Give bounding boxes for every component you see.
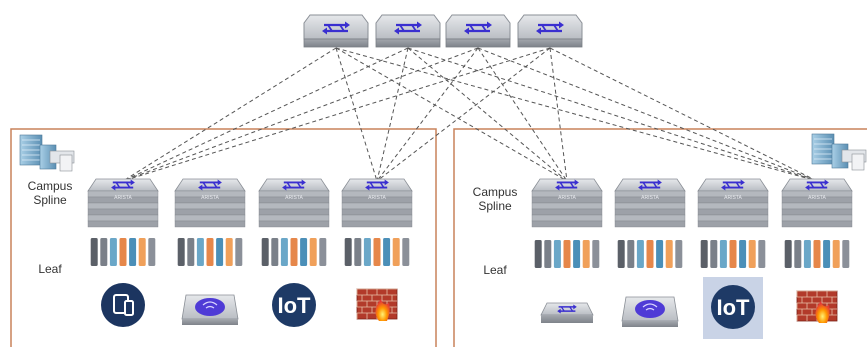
uplink-line — [376, 47, 551, 182]
campus-spline-tier: ARISTA ARISTA ARISTA ARISTA ARISTA ARISTA ARIS… — [87, 178, 853, 228]
uplink-line — [549, 47, 568, 182]
wifi-access-point-icon — [181, 294, 239, 325]
pod-left-frame — [10, 128, 437, 347]
leaf-switch-module-icon — [700, 240, 766, 268]
spline-label: Spline — [33, 193, 67, 207]
leaf-switch-module-icon — [261, 238, 327, 266]
iot-icon: IoT — [272, 283, 316, 327]
campus-switch-icon: ARISTA — [697, 178, 769, 228]
uplink-line — [122, 47, 479, 182]
campus-switch-brand: ARISTA — [368, 195, 386, 201]
pod-left-leaf-label: Leaf — [38, 262, 62, 276]
spine-uplinks — [122, 47, 818, 182]
server-icons — [19, 133, 867, 172]
uplink-line — [122, 47, 551, 182]
mobile-devices-icon — [101, 283, 145, 327]
leaf-switch-module-icon — [784, 240, 850, 268]
campus-switch-icon: ARISTA — [87, 178, 159, 228]
uplink-line — [335, 47, 378, 182]
spine-switch-icon — [445, 14, 511, 48]
firewall-icon — [796, 290, 838, 323]
campus-switch-brand: ARISTA — [201, 195, 219, 201]
leaf-switch-module-icon — [177, 238, 243, 266]
leaf-switch-module-icon — [344, 238, 410, 266]
server-rack-icon — [19, 134, 75, 172]
campus-switch-brand: ARISTA — [114, 195, 132, 201]
campus-switch-brand: ARISTA — [285, 195, 303, 201]
pod-left-campus-spline-label: Campus Spline — [20, 179, 80, 207]
uplink-line — [549, 47, 818, 182]
uplink-line — [477, 47, 818, 182]
campus-switch-brand: ARISTA — [724, 195, 742, 201]
leaf-switch-module-icon — [90, 238, 156, 266]
endpoint-tier: IoT IoT — [101, 277, 838, 339]
server-rack-icon — [811, 133, 867, 171]
uplink-line — [477, 47, 568, 182]
campus-switch-icon: ARISTA — [174, 178, 246, 228]
iot-icon: IoT — [703, 277, 763, 339]
uplink-line — [376, 47, 409, 182]
campus-switch-icon: ARISTA — [614, 178, 686, 228]
uplink-line — [335, 47, 818, 182]
campus-switch-icon: ARISTA — [531, 178, 603, 228]
spine-switch-icon — [303, 14, 369, 48]
campus-label: Campus — [27, 179, 73, 193]
iot-label: IoT — [278, 293, 312, 318]
campus-switch-icon: ARISTA — [341, 178, 413, 228]
pod-right-leaf-label: Leaf — [483, 263, 507, 277]
leaf-switch-module-icon — [534, 240, 600, 268]
small-switch-icon — [540, 302, 594, 323]
campus-switch-icon: ARISTA — [781, 178, 853, 228]
campus-switch-brand: ARISTA — [641, 195, 659, 201]
leaf-switch-module-icon — [617, 240, 683, 268]
spline-label: Spline — [478, 199, 512, 213]
spine-tier — [303, 14, 583, 48]
wifi-access-point-icon — [621, 296, 679, 327]
uplink-line — [376, 47, 479, 182]
campus-switch-icon: ARISTA — [258, 178, 330, 228]
pod-right-campus-spline-label: Campus Spline — [465, 185, 525, 213]
uplink-line — [407, 47, 818, 182]
campus-label: Campus — [472, 185, 518, 199]
uplink-line — [122, 47, 337, 182]
campus-switch-brand: ARISTA — [558, 195, 576, 201]
firewall-icon — [356, 288, 398, 321]
leaf-tier — [90, 238, 850, 268]
campus-switch-brand: ARISTA — [808, 195, 826, 201]
uplink-line — [335, 47, 568, 182]
pod-right-frame — [453, 128, 867, 347]
iot-label: IoT — [717, 295, 751, 320]
spine-switch-icon — [517, 14, 583, 48]
spine-switch-icon — [375, 14, 441, 48]
uplink-line — [122, 47, 409, 182]
